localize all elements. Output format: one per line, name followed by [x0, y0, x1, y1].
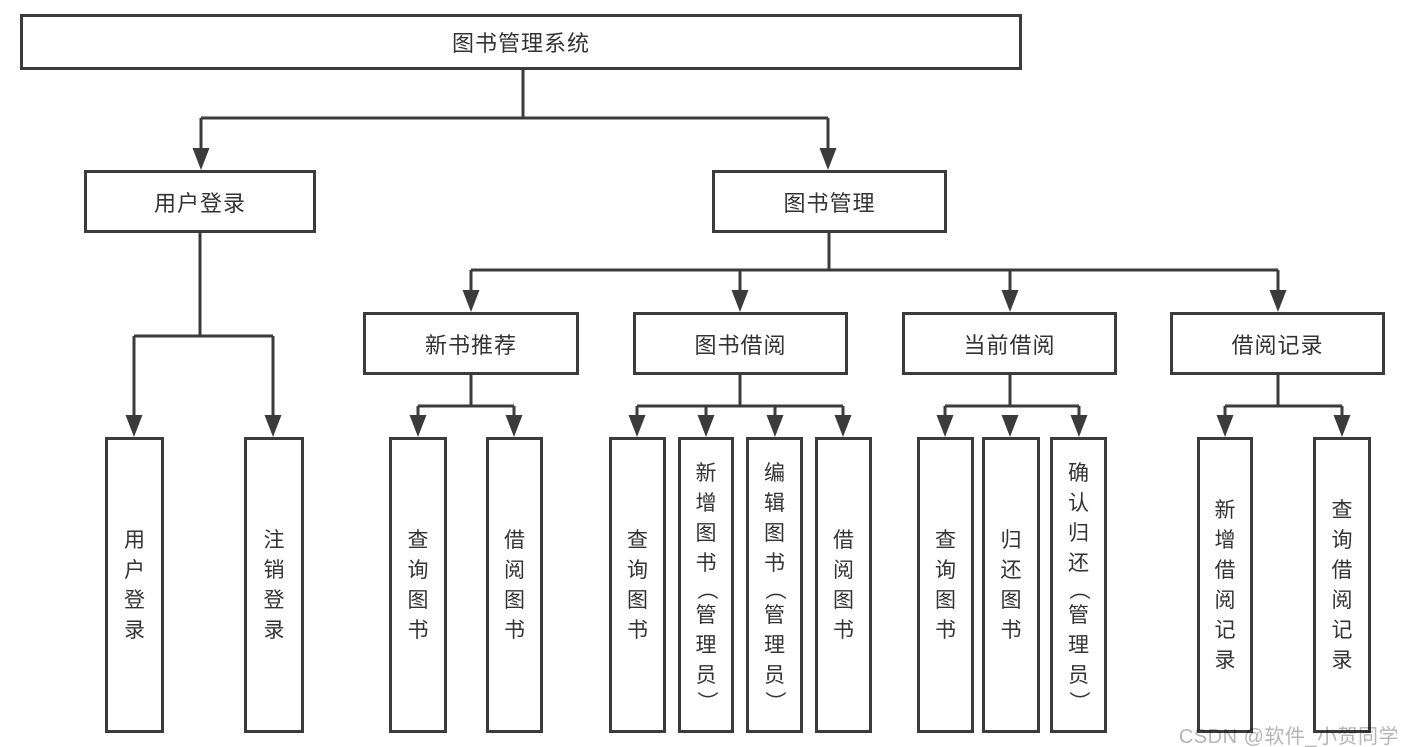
- leaf-confirm-return-admin: 确认归还（管理员）: [1050, 437, 1107, 733]
- node-book-borrow: 图书借阅: [633, 312, 848, 375]
- leaf-edit-book-admin: 编辑图书（管理员）: [746, 437, 803, 733]
- connector-book-borrow: [635, 375, 845, 428]
- csdn-watermark: CSDN @软件_小贺同学: [1178, 726, 1399, 747]
- leaf-query-book-recommend: 查询图书: [389, 437, 447, 733]
- leaf-borrow-book-recommend: 借阅图书: [486, 437, 543, 733]
- leaf-logout: 注销登录: [244, 437, 304, 733]
- arrowheads: [125, 148, 1351, 437]
- connector-new-book-recommend: [416, 375, 516, 428]
- connector-current-borrow: [943, 375, 1081, 428]
- leaf-add-book-admin: 新增图书（管理员）: [678, 437, 734, 733]
- node-user-login: 用户登录: [84, 170, 316, 233]
- leaf-query-book-current: 查询图书: [917, 437, 974, 733]
- leaf-query-borrow-record: 查询借阅记录: [1313, 437, 1371, 733]
- connector-user-login: [132, 233, 275, 428]
- connector-borrow-records: [1223, 375, 1344, 428]
- leaf-user-login: 用户登录: [105, 437, 164, 733]
- node-borrow-records: 借阅记录: [1170, 312, 1385, 375]
- node-current-borrow: 当前借阅: [902, 312, 1117, 375]
- leaf-borrow-book: 借阅图书: [815, 437, 872, 733]
- node-book-management: 图书管理: [712, 170, 947, 233]
- connector-root: [199, 70, 830, 160]
- node-library-management-system: 图书管理系统: [20, 14, 1022, 70]
- leaf-add-borrow-record: 新增借阅记录: [1197, 437, 1253, 733]
- connector-book-management: [469, 233, 1280, 303]
- leaf-query-book-borrow: 查询图书: [609, 437, 666, 733]
- node-new-book-recommend: 新书推荐: [363, 312, 579, 375]
- leaf-return-book: 归还图书: [982, 437, 1040, 733]
